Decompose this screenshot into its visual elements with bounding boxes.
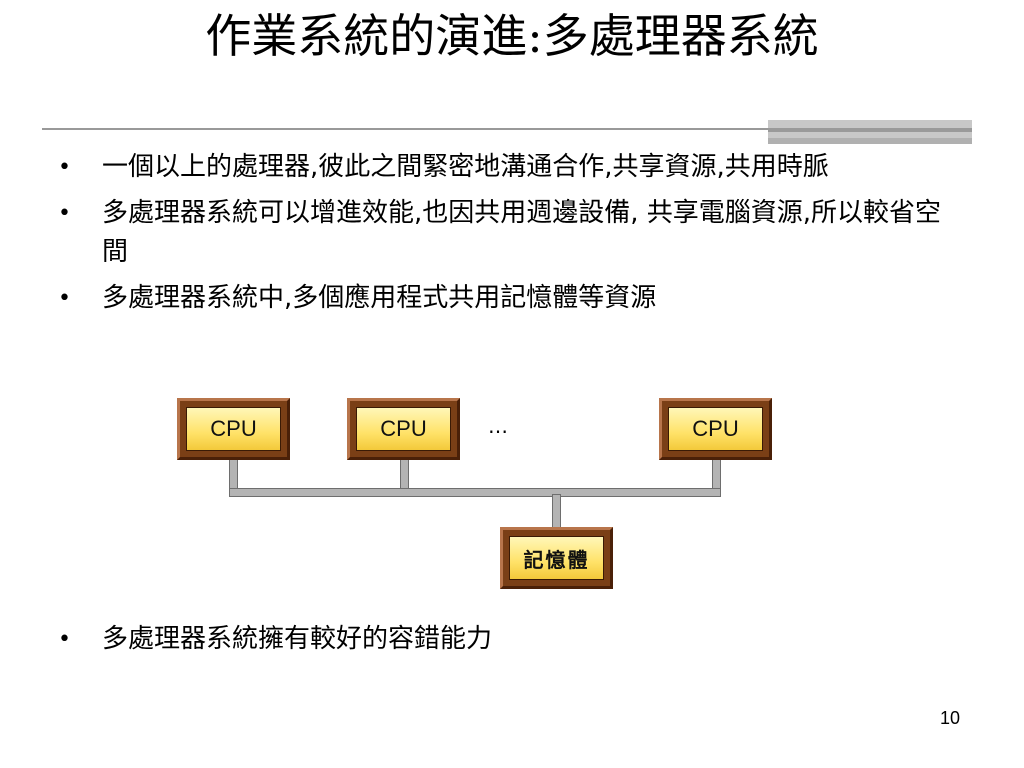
bullet-text: 多處理器系統中,多個應用程式共用記憶體等資源 <box>102 283 657 313</box>
bus-drop-memory <box>552 494 561 530</box>
bus-horizontal <box>229 488 721 497</box>
cpu-label: CPU <box>186 407 281 451</box>
bullet-dot-icon: • <box>58 201 71 226</box>
page-number: 10 <box>940 708 961 728</box>
cpu-label: CPU <box>668 407 763 451</box>
bullet-list-bottom: • 多處理器系統擁有較好的容錯能力 <box>54 620 954 666</box>
cpu-box-2: CPU <box>347 398 460 460</box>
bullet-dot-icon: • <box>58 286 71 311</box>
ellipsis: … <box>488 414 508 438</box>
bullet-text: 多處理器系統擁有較好的容錯能力 <box>102 624 493 654</box>
cpu-box-1: CPU <box>177 398 290 460</box>
cpu-box-3: CPU <box>659 398 772 460</box>
bullet-list: • 一個以上的處理器,彼此之間緊密地溝通合作,共享資源,共用時脈 • 多處理器系… <box>54 148 954 325</box>
bullet-dot-icon: • <box>58 627 71 652</box>
bullet-text: 一個以上的處理器,彼此之間緊密地溝通合作,共享資源,共用時脈 <box>102 152 829 182</box>
bullet-item: • 多處理器系統中,多個應用程式共用記憶體等資源 <box>54 279 954 318</box>
title-divider-accent <box>768 120 972 144</box>
memory-box: 記憶體 <box>500 527 613 589</box>
bullet-dot-icon: • <box>58 155 71 180</box>
bullet-item: • 一個以上的處理器,彼此之間緊密地溝通合作,共享資源,共用時脈 <box>54 148 954 187</box>
memory-label: 記憶體 <box>509 536 604 580</box>
bullet-item: • 多處理器系統擁有較好的容錯能力 <box>54 620 954 659</box>
slide-title: 作業系統的演進:多處理器系統 <box>205 9 819 63</box>
cpu-label: CPU <box>356 407 451 451</box>
bullet-item: • 多處理器系統可以增進效能,也因共用週邊設備, 共享電腦資源,所以較省空間 <box>54 194 954 272</box>
bullet-text: 多處理器系統可以增進效能,也因共用週邊設備, 共享電腦資源,所以較省空間 <box>102 198 942 267</box>
title-divider <box>42 128 972 130</box>
